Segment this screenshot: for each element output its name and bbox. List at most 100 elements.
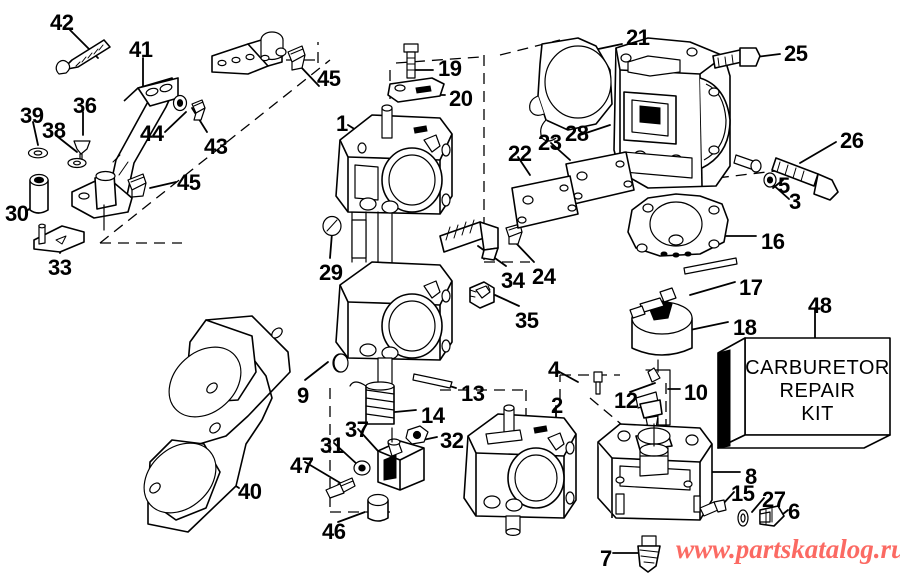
repair-kit-line-2: REPAIR (779, 380, 856, 402)
callout-18: 18 (733, 315, 757, 340)
callout-17: 17 (739, 275, 763, 300)
part-8-float-bowl (597, 423, 713, 521)
callout-10: 10 (684, 380, 708, 405)
part-5-pin (733, 154, 762, 173)
part-26-bolt (771, 157, 839, 201)
callout-48: 48 (808, 293, 832, 318)
part-28-body (613, 37, 731, 189)
callout-4: 4 (548, 357, 560, 382)
callout-36: 36 (73, 93, 97, 118)
part-linkage-block (211, 31, 287, 75)
repair-kit-line-1: CARBURETOR (745, 357, 890, 379)
part-14-spring (349, 381, 395, 425)
part-1-carburetor-body (335, 104, 453, 215)
part-10-assembly (635, 359, 671, 431)
part-17-rod (683, 257, 738, 275)
callout-3: 3 (789, 189, 801, 214)
part-33-link (33, 223, 85, 253)
callout-35: 35 (515, 308, 539, 333)
part-44-washer (172, 94, 188, 112)
part-19-screw (403, 43, 419, 79)
callout-47: 47 (290, 453, 314, 478)
callout-45-a: 45 (317, 66, 341, 91)
part-20-plate (387, 77, 445, 103)
part-3-washer (763, 172, 777, 188)
part-23-plate (565, 151, 635, 205)
callout-29: 29 (319, 260, 343, 285)
callout-46: 46 (322, 519, 346, 544)
callout-9: 9 (297, 383, 309, 408)
part-42-screw (55, 39, 111, 75)
callout-23: 23 (538, 130, 562, 155)
callout-21: 21 (626, 25, 650, 50)
callout-33: 33 (48, 255, 72, 280)
callout-26: 26 (840, 128, 864, 153)
part-30-bushing (29, 173, 49, 214)
callout-40: 40 (238, 479, 262, 504)
callout-25: 25 (784, 41, 808, 66)
callout-7: 7 (600, 546, 612, 571)
callout-12: 12 (614, 388, 638, 413)
callout-19: 19 (438, 56, 462, 81)
part-47-screw (325, 477, 356, 499)
callout-15: 15 (731, 481, 755, 506)
callout-8: 8 (745, 464, 757, 489)
part-32-nut (405, 425, 429, 445)
callout-20: 20 (449, 86, 473, 111)
callout-44: 44 (140, 121, 164, 146)
part-48-repair-kit-box (717, 337, 891, 449)
callout-45-b: 45 (177, 170, 201, 195)
part-35-nut (469, 281, 495, 309)
part-21-gasket (529, 37, 613, 142)
part-18-float (629, 287, 693, 356)
callout-41: 41 (129, 37, 153, 62)
part-9-oring-b (333, 353, 349, 373)
part-27-washer (737, 509, 749, 527)
callout-43: 43 (204, 134, 228, 159)
callout-5: 5 (778, 173, 790, 198)
callout-1: 1 (336, 111, 348, 136)
part-16-gasket (627, 193, 729, 258)
repair-kit-line-3: KIT (801, 403, 834, 425)
callout-39: 39 (20, 103, 44, 128)
callout-28: 28 (565, 121, 589, 146)
part-1-carburetor-body-lower (335, 211, 453, 393)
callout-30: 30 (5, 201, 29, 226)
callout-27: 27 (762, 487, 786, 512)
callout-6: 6 (788, 499, 800, 524)
part-41-bracket (71, 77, 179, 231)
part-31-washer (353, 460, 371, 476)
part-39-washer (27, 147, 49, 159)
callout-34: 34 (501, 268, 525, 293)
callout-31: 31 (320, 433, 344, 458)
part-45-screw-b (127, 173, 147, 198)
part-37-float-arm (377, 427, 425, 491)
part-7-screw (637, 535, 661, 573)
part-45-screw-a (287, 45, 306, 71)
part-6-screw (759, 505, 785, 527)
part-34-bolt (439, 219, 499, 261)
callout-37: 37 (345, 417, 369, 442)
callout-16: 16 (761, 229, 785, 254)
part-25-bolt (712, 47, 761, 69)
part-22-plate (511, 175, 579, 229)
callout-24: 24 (532, 264, 556, 289)
part-43-screw (191, 99, 206, 121)
part-38-washer (67, 157, 87, 169)
part-29-plug (322, 215, 342, 237)
part-13-shaft (412, 373, 453, 389)
callout-13: 13 (461, 381, 485, 406)
callout-14: 14 (421, 403, 445, 428)
callout-2: 2 (551, 393, 563, 418)
part-4-pin (593, 371, 603, 395)
callout-38: 38 (42, 118, 66, 143)
part-46-bushing (367, 493, 389, 522)
part-2-body (463, 404, 577, 536)
callout-42: 42 (50, 10, 74, 35)
site-watermark: www.partskatalog.ru (676, 534, 900, 564)
part-15-jet (699, 499, 727, 517)
callout-32: 32 (440, 428, 464, 453)
callout-22: 22 (508, 141, 532, 166)
